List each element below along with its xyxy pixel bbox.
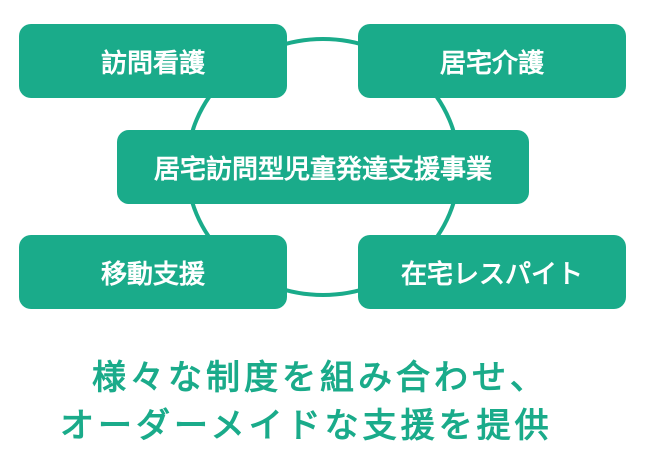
box-home-visit-nursing: 訪問看護 [19, 24, 287, 98]
box-mobility-support-label: 移動支援 [100, 259, 205, 290]
caption-line-2: オーダーメイドな支援を提供 [60, 406, 553, 446]
box-home-care: 居宅介護 [358, 24, 626, 98]
box-home-respite-label: 在宅レスパイト [400, 259, 583, 290]
caption-line-1: 様々な制度を組み合わせ、 [92, 358, 548, 398]
box-home-visit-child-development-support: 居宅訪問型児童発達支援事業 [117, 130, 529, 204]
box-home-visit-nursing-label: 訪問看護 [100, 48, 205, 79]
box-mobility-support: 移動支援 [19, 235, 287, 309]
box-center-label: 居宅訪問型児童発達支援事業 [153, 154, 492, 185]
box-home-care-label: 居宅介護 [439, 48, 544, 79]
box-home-respite: 在宅レスパイト [358, 235, 626, 309]
